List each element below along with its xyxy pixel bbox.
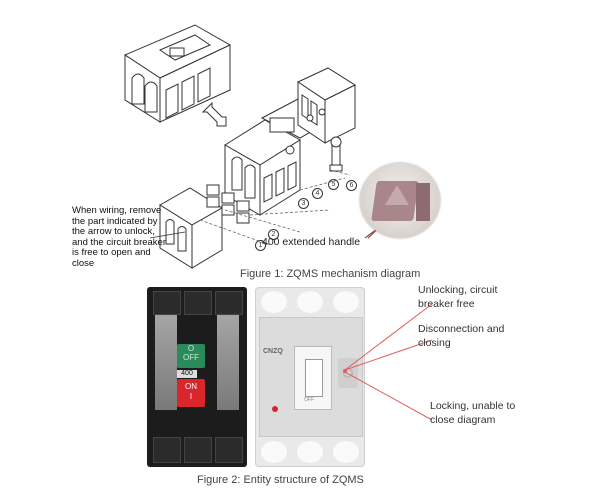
terminal-hole-5 bbox=[297, 441, 323, 463]
handle-slot bbox=[305, 359, 323, 397]
terminal-bottom-1 bbox=[153, 437, 181, 463]
terminal-top-3 bbox=[215, 291, 243, 315]
lock-knob-icon[interactable] bbox=[343, 368, 353, 378]
handle-label: 400 extended handle bbox=[262, 236, 361, 248]
callout-disconnection: Disconnection and closing bbox=[418, 323, 505, 349]
handle-window: OFF bbox=[294, 346, 332, 410]
terminal-bottom-2 bbox=[184, 437, 212, 463]
breaker-closed-photo: CNZQ OFF bbox=[255, 287, 365, 467]
bottom-cover-drawing bbox=[159, 187, 223, 269]
terminal-hole-6 bbox=[333, 441, 359, 463]
callout-unlocking: Unlocking, circuit breaker free bbox=[418, 284, 498, 310]
part-number-5: 5 bbox=[328, 173, 339, 191]
status-dot bbox=[272, 406, 278, 412]
part-number-2: 2 bbox=[268, 223, 279, 241]
on-button[interactable]: ON I bbox=[177, 379, 205, 407]
part-number-4: 4 bbox=[312, 182, 323, 200]
callout-line-unlock bbox=[344, 303, 433, 371]
toggle-mark: OFF bbox=[304, 397, 314, 403]
callout-line-disconnect bbox=[344, 339, 433, 371]
part-number-1: 1 bbox=[255, 234, 266, 252]
off-button[interactable]: O OFF bbox=[177, 344, 205, 368]
wiring-note: When wiring, remove the part indicated b… bbox=[72, 205, 166, 269]
contact-3 bbox=[217, 315, 239, 410]
wiring-note-leader bbox=[149, 231, 186, 239]
rating-plate: 400 bbox=[177, 370, 197, 378]
off-button-label: OFF bbox=[183, 353, 199, 362]
handle-side-shape bbox=[416, 183, 430, 221]
terminal-hole-3 bbox=[333, 291, 359, 313]
part-number-6: 6 bbox=[346, 174, 357, 192]
contact-1 bbox=[155, 315, 177, 410]
terminal-top-1 bbox=[153, 291, 181, 315]
callout-anchor bbox=[343, 369, 347, 373]
handle-part-drawing bbox=[329, 136, 343, 172]
breaker-cover: CNZQ OFF bbox=[259, 317, 363, 437]
lock-housing bbox=[338, 358, 358, 388]
terminal-hole-2 bbox=[297, 291, 323, 313]
callout-locking: Locking, unable to close diagram bbox=[430, 400, 516, 426]
part-number-3: 3 bbox=[298, 192, 309, 210]
handle-photo-inset bbox=[360, 163, 440, 238]
terminal-hole-4 bbox=[261, 441, 287, 463]
figure-1-caption: Figure 1: ZQMS mechanism diagram bbox=[240, 268, 421, 280]
on-button-label: ON bbox=[185, 382, 197, 391]
on-button-symbol: I bbox=[189, 392, 193, 401]
move-arrow-icon bbox=[201, 101, 227, 127]
off-button-symbol: O bbox=[187, 344, 195, 353]
terminal-cover-drawing bbox=[296, 67, 357, 144]
terminal-bottom-3 bbox=[215, 437, 243, 463]
figure-2-caption: Figure 2: Entity structure of ZQMS bbox=[197, 474, 364, 486]
top-cover-drawing bbox=[123, 24, 232, 123]
callout-line-lock bbox=[344, 371, 433, 421]
terminal-screws-drawing bbox=[206, 184, 250, 224]
breaker-open-photo: O OFF 400 ON I bbox=[147, 287, 247, 467]
terminal-hole-1 bbox=[261, 291, 287, 313]
brand-label: CNZQ bbox=[263, 348, 283, 355]
terminal-top-2 bbox=[184, 291, 212, 315]
